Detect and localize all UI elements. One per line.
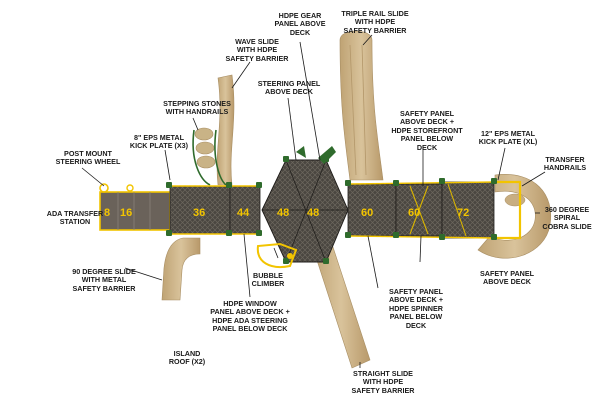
wave-slide [216,74,235,186]
label-straight-slide: STRAIGHT SLIDE WITH HDPE SAFETY BARRIER [351,369,415,395]
deck-heights: 8 16 36 44 48 48 60 60 72 [104,207,469,219]
label-kick-plate-xl: 12" EPS METAL KICK PLATE (XL) [478,129,538,147]
label-wave-slide: WAVE SLIDE WITH HDPE SAFETY BARRIER [225,37,289,63]
post-mount-steering-wheel [99,183,109,193]
deck-height-48b: 48 [307,207,319,219]
posts [166,156,497,264]
deck-44 [229,185,261,235]
label-hdpe-window: HDPE WINDOW PANEL ABOVE DECK + HDPE ADA … [210,299,290,334]
label-ninety-degree-slide: 90 DEGREE SLIDE WITH METAL SAFETY BARRIE… [72,267,136,293]
deck-height-48a: 48 [277,207,289,219]
label-steering-panel: STEERING PANEL ABOVE DECK [257,79,321,97]
deck-height-60b: 60 [408,207,420,219]
deck-height-72: 72 [457,207,469,219]
deck-60a [347,183,397,237]
label-triple-rail-slide: TRIPLE RAIL SLIDE WITH HDPE SAFETY BARRI… [341,9,409,35]
label-spiral-cobra-slide: 360 DEGREE SPIRAL COBRA SLIDE [542,205,592,231]
deck-height-60a: 60 [361,207,373,219]
ada-transfer-station [99,191,171,231]
label-hdpe-gear: HDPE GEAR PANEL ABOVE DECK [274,11,326,37]
hex-tower [261,159,349,263]
label-post-mount-steering-wheel: POST MOUNT STEERING WHEEL [55,149,121,167]
deck-height-8: 8 [104,207,110,219]
label-safety-spinner: SAFETY PANEL ABOVE DECK + HDPE SPINNER P… [388,287,444,330]
deck [99,159,522,263]
ninety-degree-slide [161,237,201,301]
deck-height-16: 16 [120,207,132,219]
slides [161,30,552,369]
deck-height-44: 44 [237,207,250,219]
bubble-climber [256,242,298,268]
label-safety-storefront: SAFETY PANEL ABOVE DECK + HDPE STOREFRON… [391,109,463,152]
label-ada-transfer-station: ADA TRANSFER STATION [46,209,104,227]
deck-height-36: 36 [193,207,205,219]
label-kick-plate-x3: 8" EPS METAL KICK PLATE (X3) [129,133,189,151]
label-stepping-stones: STEPPING STONES WITH HANDRAILS [163,99,231,117]
stepping-stones [192,127,227,186]
label-island-roof: ISLAND ROOF (X2) [168,349,206,367]
gear-panel [318,146,336,164]
label-transfer-handrails: TRANSFER HANDRAILS [543,155,587,173]
label-safety-panel-above: SAFETY PANEL ABOVE DECK [479,269,535,287]
spiral-cobra-slide [477,174,552,259]
triple-rail-slide [339,30,384,181]
label-bubble-climber: BUBBLE CLIMBER [251,271,285,289]
leader-lines [81,34,546,368]
